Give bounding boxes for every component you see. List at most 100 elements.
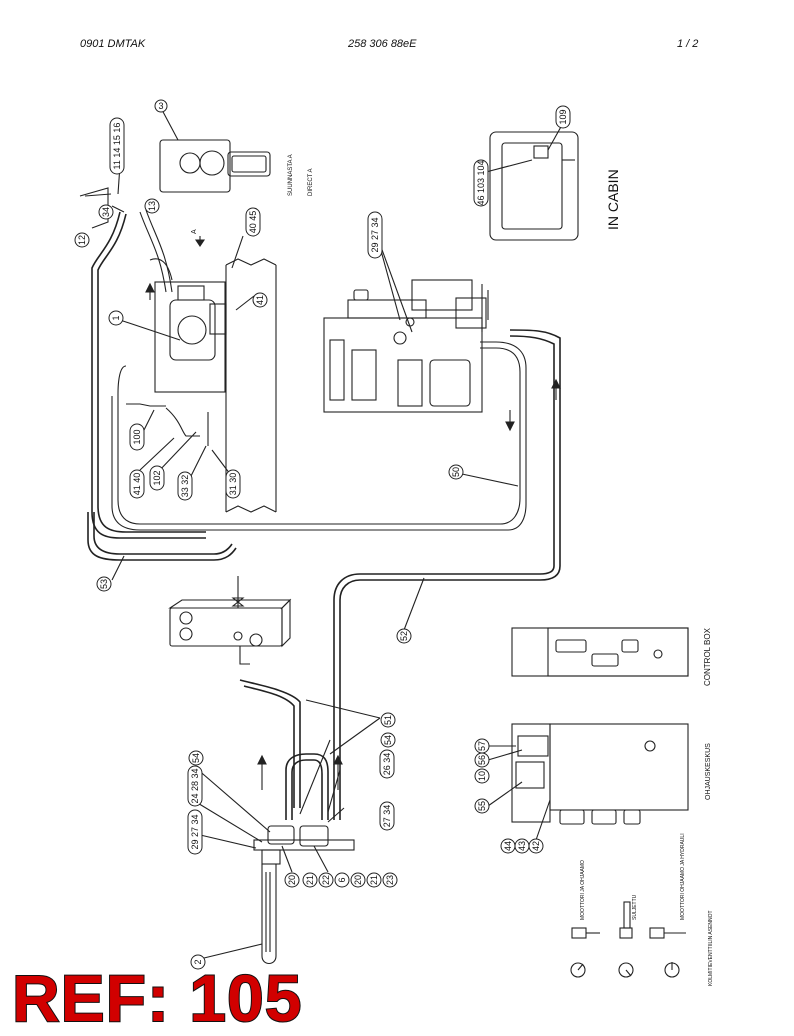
- svg-text:55: 55: [477, 801, 487, 811]
- callout-20-a: 20: [284, 872, 300, 888]
- callout-41-40: 41 40: [129, 469, 145, 499]
- callout-55: 55: [474, 798, 490, 814]
- svg-text:41: 41: [255, 295, 265, 305]
- callout-21-b: 21: [366, 872, 382, 888]
- callout-102: 102: [149, 465, 165, 491]
- valve-pos-2-label: SULJETTU: [632, 894, 638, 920]
- callout-27-34: 27 34: [379, 801, 395, 831]
- callout-3: 3: [154, 99, 168, 113]
- callout-10: 10: [474, 768, 490, 784]
- valve-pos-3-label: MOOTTORI OHJAAMO JA HYDRAULI: [680, 833, 686, 920]
- svg-text:11 14 15 16: 11 14 15 16: [112, 123, 122, 170]
- svg-text:3: 3: [158, 101, 163, 111]
- control-box: [511, 627, 689, 677]
- pump-assembly: [159, 139, 271, 193]
- svg-text:102: 102: [152, 470, 162, 485]
- svg-text:12: 12: [77, 235, 87, 245]
- valve-positions: [570, 901, 686, 978]
- callout-46-103-104: 46 103 104: [473, 159, 489, 207]
- svg-text:57: 57: [477, 741, 487, 751]
- svg-text:34: 34: [101, 207, 111, 217]
- callout-41: 41: [252, 292, 268, 308]
- callout-22: 22: [318, 872, 334, 888]
- valve-pos-1-label: MOOTTORI JA OHJAAMO: [580, 860, 586, 920]
- callout-52: 52: [396, 628, 412, 644]
- svg-text:109: 109: [558, 109, 568, 124]
- svg-text:52: 52: [399, 631, 409, 641]
- heater-element: [253, 825, 355, 965]
- callout-100: 100: [129, 423, 145, 451]
- svg-text:20: 20: [353, 875, 363, 885]
- callout-31-30: 31 30: [225, 469, 241, 499]
- in-cabin-label: IN CABIN: [605, 169, 621, 230]
- svg-text:21: 21: [305, 875, 315, 885]
- svg-text:2: 2: [193, 959, 203, 964]
- control-unit: [511, 723, 689, 825]
- callout-2: 2: [190, 954, 206, 970]
- callout-29-27-34-b: 29 27 34: [187, 809, 203, 855]
- callout-57: 57: [474, 738, 490, 754]
- valve-box: [168, 576, 292, 665]
- svg-text:26 34: 26 34: [382, 753, 392, 776]
- svg-text:20: 20: [287, 875, 297, 885]
- svg-text:31 30: 31 30: [228, 473, 238, 496]
- svg-text:1: 1: [111, 315, 121, 320]
- callout-21-a: 21: [302, 872, 318, 888]
- svg-text:56: 56: [477, 755, 487, 765]
- svg-text:44: 44: [503, 841, 513, 851]
- callout-54-a: 54: [188, 750, 204, 766]
- heater-unit: [154, 281, 227, 393]
- view-a-label: A: [191, 229, 198, 234]
- svg-text:27 34: 27 34: [382, 805, 392, 828]
- doc-code: 0901 DMTAK: [80, 38, 146, 50]
- svg-text:50: 50: [451, 467, 461, 477]
- suunnasta-label: SUUNNASTA A: [288, 154, 294, 196]
- svg-text:6: 6: [337, 877, 347, 882]
- svg-text:33 32: 33 32: [180, 475, 190, 498]
- engine-block: [323, 279, 489, 413]
- svg-text:46 103 104: 46 103 104: [476, 160, 486, 205]
- svg-text:43: 43: [517, 841, 527, 851]
- callout-54-b: 54: [380, 732, 396, 748]
- callout-42: 42: [528, 838, 544, 854]
- callout-1: 1: [108, 310, 124, 326]
- svg-text:54: 54: [383, 735, 393, 745]
- svg-text:23: 23: [385, 875, 395, 885]
- callout-43: 43: [514, 838, 530, 854]
- callout-24-28-34: 24 28 34: [187, 765, 203, 807]
- three-way-valve-label: KOLMITIEVENTTIILIN ASENNOT: [708, 910, 714, 986]
- callout-6: 6: [334, 872, 350, 888]
- svg-text:21: 21: [369, 875, 379, 885]
- cabin-unit: [489, 131, 579, 241]
- callout-109: 109: [555, 105, 571, 129]
- svg-text:53: 53: [99, 579, 109, 589]
- svg-text:41 40: 41 40: [132, 473, 142, 496]
- ohjauskeskus-label: OHJAUSKESKUS: [705, 743, 712, 800]
- svg-text:29 27 34: 29 27 34: [370, 217, 380, 252]
- svg-text:24 28 34: 24 28 34: [190, 768, 200, 803]
- callout-50: 50: [448, 464, 464, 480]
- callout-23: 23: [382, 872, 398, 888]
- control-box-label: CONTROL BOX: [703, 627, 712, 686]
- callout-34: 34: [98, 204, 114, 220]
- callout-44: 44: [500, 838, 516, 854]
- svg-text:29 27 34: 29 27 34: [190, 814, 200, 849]
- svg-text:42: 42: [531, 841, 541, 851]
- callout-13: 13: [144, 198, 160, 214]
- svg-text:40 45: 40 45: [248, 211, 258, 234]
- svg-text:22: 22: [321, 875, 331, 885]
- callout-53: 53: [96, 576, 112, 592]
- callout-20-b: 20: [350, 872, 366, 888]
- svg-text:13: 13: [147, 201, 157, 211]
- page-number: 1 / 2: [677, 38, 699, 50]
- callout-11-14-15-16: 11 14 15 16: [109, 117, 125, 175]
- callout-56: 56: [474, 752, 490, 768]
- svg-text:51: 51: [383, 715, 393, 725]
- callout-29-27-34: 29 27 34: [367, 211, 383, 259]
- direct-label: DIRECT A: [308, 168, 314, 196]
- ref-stamp: REF: 105: [11, 960, 303, 1036]
- svg-text:100: 100: [132, 429, 142, 444]
- callout-12: 12: [74, 232, 90, 248]
- doc-number: 258 306 88eE: [348, 38, 417, 50]
